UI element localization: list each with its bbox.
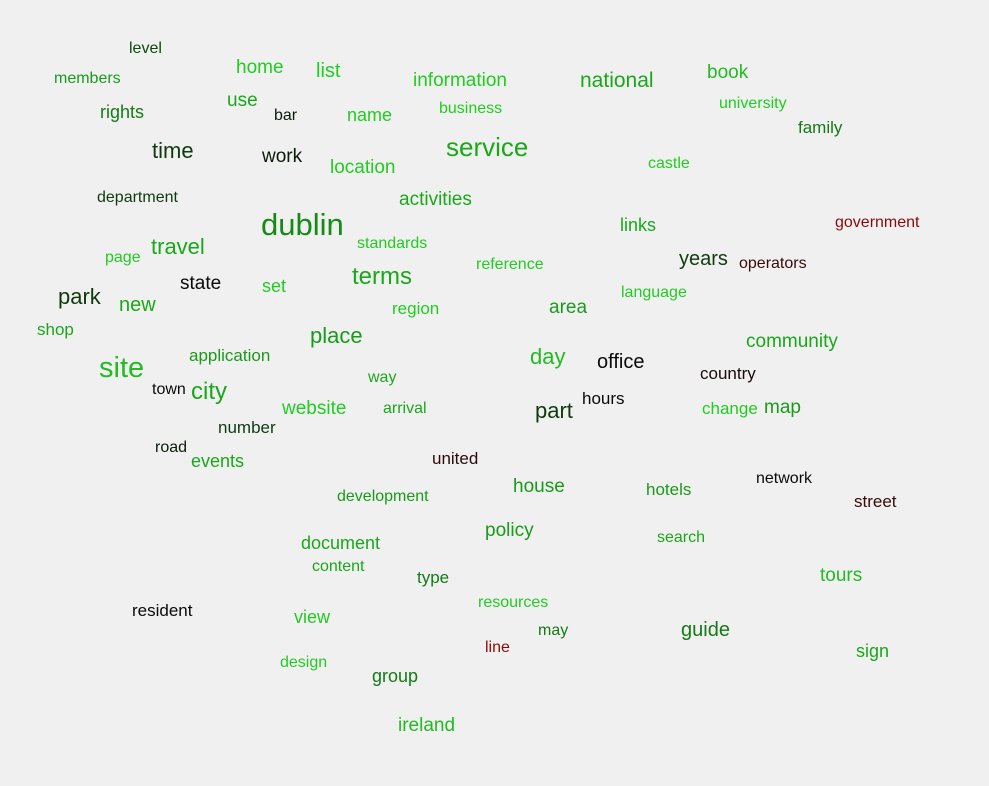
word-policy: policy xyxy=(485,520,534,541)
word-bar: bar xyxy=(274,107,298,124)
word-country: country xyxy=(700,364,756,383)
word-may: may xyxy=(538,622,569,639)
word-tours: tours xyxy=(820,565,863,586)
word-work: work xyxy=(262,146,303,167)
word-place: place xyxy=(310,323,363,348)
word-dublin: dublin xyxy=(261,207,344,242)
word-design: design xyxy=(280,654,328,671)
word-operators: operators xyxy=(739,255,807,272)
word-number: number xyxy=(218,418,276,437)
word-links: links xyxy=(620,215,657,235)
word-hours: hours xyxy=(582,389,625,408)
word-department: department xyxy=(97,189,178,206)
word-road: road xyxy=(155,439,188,456)
word-standards: standards xyxy=(357,235,428,252)
word-time: time xyxy=(152,138,194,163)
word-travel: travel xyxy=(151,234,205,259)
word-list: list xyxy=(316,60,341,82)
word-business: business xyxy=(439,100,503,117)
word-shop: shop xyxy=(37,320,74,339)
word-terms: terms xyxy=(352,263,412,290)
word-view: view xyxy=(294,607,331,627)
word-network: network xyxy=(756,470,813,487)
word-family: family xyxy=(798,118,843,137)
word-reference: reference xyxy=(476,256,544,273)
word-government: government xyxy=(835,214,920,231)
word-street: street xyxy=(854,492,897,511)
word-castle: castle xyxy=(648,155,690,172)
word-park: park xyxy=(58,284,101,309)
word-rights: rights xyxy=(100,102,145,122)
word-site: site xyxy=(99,352,145,384)
word-members: members xyxy=(54,70,121,87)
word-ireland: ireland xyxy=(398,715,456,736)
word-home: home xyxy=(236,57,284,78)
word-language: language xyxy=(621,284,687,301)
word-website: website xyxy=(282,398,347,419)
word-sign: sign xyxy=(856,641,890,661)
word-way: way xyxy=(368,369,397,386)
word-city: city xyxy=(191,378,227,405)
word-town: town xyxy=(152,381,186,398)
word-application: application xyxy=(189,346,271,365)
word-community: community xyxy=(746,331,838,352)
word-activities: activities xyxy=(399,189,472,210)
word-type: type xyxy=(417,568,450,587)
word-line: line xyxy=(485,639,510,656)
word-name: name xyxy=(347,105,393,125)
word-resources: resources xyxy=(478,594,549,611)
word-years: years xyxy=(679,248,728,270)
word-map: map xyxy=(764,397,801,418)
word-resident: resident xyxy=(132,601,193,620)
word-day: day xyxy=(530,344,566,369)
word-arrival: arrival xyxy=(383,400,427,417)
word-events: events xyxy=(191,451,245,471)
word-state: state xyxy=(180,273,222,294)
word-national: national xyxy=(580,69,654,92)
word-hotels: hotels xyxy=(646,480,692,499)
word-development: development xyxy=(337,488,429,505)
word-use: use xyxy=(227,90,258,111)
word-content: content xyxy=(312,558,365,575)
word-document: document xyxy=(301,533,381,553)
word-house: house xyxy=(513,476,565,497)
word-set: set xyxy=(262,276,287,296)
word-area: area xyxy=(549,297,588,318)
word-united: united xyxy=(432,449,479,468)
word-new: new xyxy=(119,294,156,316)
word-search: search xyxy=(657,529,706,546)
word-service: service xyxy=(446,132,529,162)
word-location: location xyxy=(330,157,396,178)
word-book: book xyxy=(707,62,749,83)
word-office: office xyxy=(597,351,645,373)
word-page: page xyxy=(105,249,141,266)
word-change: change xyxy=(702,399,758,418)
word-part: part xyxy=(535,398,573,423)
word-university: university xyxy=(719,95,787,112)
word-level: level xyxy=(129,40,162,57)
word-information: information xyxy=(413,70,507,91)
word-group: group xyxy=(372,666,419,686)
word-region: region xyxy=(392,299,440,318)
word-guide: guide xyxy=(681,619,730,641)
